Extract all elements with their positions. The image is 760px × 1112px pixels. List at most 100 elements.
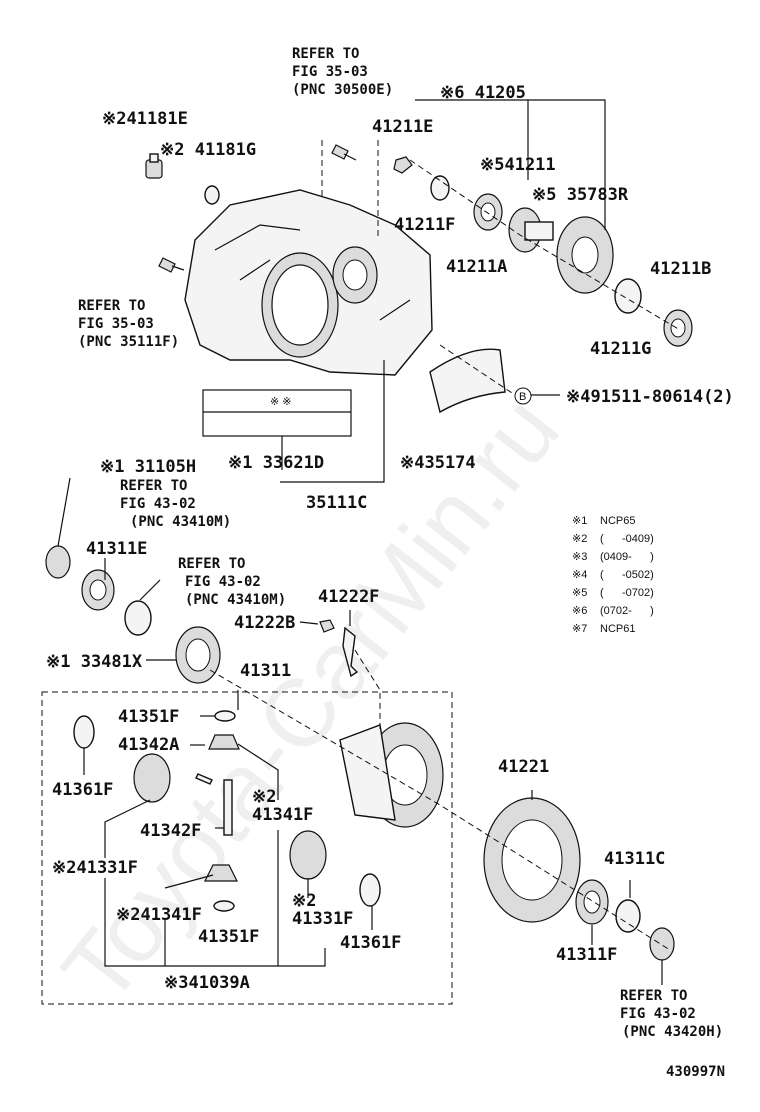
part-labels: ※241181E ※2 41181G ※6 41205 41211E ※5412… xyxy=(46,83,734,1080)
svg-text:REFER TO: REFER TO xyxy=(178,556,245,572)
svg-text:(PNC 43420H): (PNC 43420H) xyxy=(622,1024,723,1040)
b-marker-circle xyxy=(514,387,532,405)
svg-text:(PNC 43410M): (PNC 43410M) xyxy=(185,592,286,608)
legend-key: ※6 xyxy=(572,605,587,617)
side-gear-41331F-right xyxy=(289,830,327,880)
label-41222F: 41222F xyxy=(318,587,379,607)
leader-lines-upper xyxy=(280,99,681,483)
bolt-refer-30500E xyxy=(331,144,357,161)
label-41311C: 41311C xyxy=(604,849,665,869)
bolt-refer-35111F xyxy=(158,257,185,273)
side-gear-41331F-left xyxy=(133,753,171,803)
ring-refer-43420H xyxy=(649,927,675,961)
bearing-41211A xyxy=(473,193,503,231)
label-box-text: ※ ※ xyxy=(270,396,292,408)
differential-case-41311 xyxy=(339,722,444,828)
shaft-41211 xyxy=(508,207,554,253)
gasket-41181G xyxy=(204,185,220,205)
legend-value: (0409- ) xyxy=(600,551,654,563)
washer-41351F-bottom xyxy=(213,900,235,912)
label-41341F-bottom: ※241341F xyxy=(116,905,202,925)
washer-41361F-right xyxy=(359,873,381,907)
refer-block-top: REFER TO FIG 35-03 (PNC 30500E) xyxy=(292,46,393,98)
label-35783R: ※5 35783R xyxy=(532,185,629,205)
legend-value: ( -0502) xyxy=(600,569,654,581)
washer-41211G xyxy=(614,278,642,314)
washer-41361F-left xyxy=(73,715,95,749)
bearing-41311E xyxy=(81,569,115,611)
bearing-41311F xyxy=(575,879,609,925)
leader-lines-lower xyxy=(57,477,671,985)
label-41311F: 41311F xyxy=(556,945,617,965)
label-41222B: 41222B xyxy=(234,613,295,633)
ring-refer-43410M xyxy=(124,600,152,636)
label-41342F: 41342F xyxy=(140,821,201,841)
svg-text:FIG 43-02: FIG 43-02 xyxy=(620,1006,696,1022)
label-41361F-left: 41361F xyxy=(52,780,113,800)
plug-41181E xyxy=(145,153,163,179)
svg-text:FIG 43-02: FIG 43-02 xyxy=(185,574,261,590)
legend-value: ( -0702) xyxy=(600,587,654,599)
label-41181E: ※241181E xyxy=(102,109,188,129)
label-33621D: ※1 33621D xyxy=(228,453,324,473)
bracket-41222F xyxy=(342,626,359,678)
seal-33481X xyxy=(175,626,221,684)
label-41351F-top: 41351F xyxy=(118,707,179,727)
svg-text:FIG 43-02: FIG 43-02 xyxy=(120,496,196,512)
svg-text:REFER TO: REFER TO xyxy=(120,478,187,494)
label-41342A: 41342A xyxy=(118,735,179,755)
bolt-41222B xyxy=(319,619,335,633)
gear-35783R xyxy=(556,216,614,294)
label-41211A: 41211A xyxy=(446,257,507,277)
bearing-41211B xyxy=(663,309,693,347)
pin-41342A xyxy=(195,773,213,785)
b-marker: B xyxy=(519,391,526,403)
label-41181G: ※2 41181G xyxy=(160,140,256,160)
label-41361F-right: 41361F xyxy=(340,933,401,953)
label-star2: ※2 xyxy=(252,787,276,807)
legend-value: (0702- ) xyxy=(600,605,654,617)
label-41211: ※541211 xyxy=(480,155,556,175)
legend-key: ※5 xyxy=(572,587,587,599)
pinion-41341F-bottom xyxy=(204,864,238,882)
label-31105H: ※1 31105H xyxy=(100,457,196,477)
refer-block-bottom: REFER TO FIG 43-02 (PNC 43420H) xyxy=(620,988,723,1040)
label-41221: 41221 xyxy=(498,757,549,777)
label-35111C: 35111C xyxy=(306,493,367,513)
shim-41311C xyxy=(615,899,641,933)
refer-block-left: REFER TO FIG 35-03 (PNC 35111F) xyxy=(78,298,179,350)
legend-value: ( -0409) xyxy=(600,533,654,545)
legend-key: ※7 xyxy=(572,623,587,635)
shaft-41342F xyxy=(223,779,233,836)
caution-label-33621D: ※ ※ xyxy=(202,389,352,437)
legend-key: ※3 xyxy=(572,551,587,563)
plate-435174 xyxy=(429,348,506,414)
svg-text:FIG 35-03: FIG 35-03 xyxy=(292,64,368,80)
svg-text:REFER TO: REFER TO xyxy=(78,298,145,314)
label-491511-80614: ※491511-80614(2) xyxy=(566,387,734,407)
svg-text:FIG 35-03: FIG 35-03 xyxy=(78,316,154,332)
washer-41351F-top xyxy=(214,710,236,722)
pinion-41341F-top xyxy=(208,734,240,750)
label-33481X: ※1 33481X xyxy=(46,652,143,672)
label-41205: ※6 41205 xyxy=(440,83,526,103)
svg-text:REFER TO: REFER TO xyxy=(292,46,359,62)
figure-code: 430997N xyxy=(666,1064,725,1080)
label-41211E: 41211E xyxy=(372,117,433,137)
seal-31105H xyxy=(45,545,71,579)
label-41311: 41311 xyxy=(240,661,291,681)
transaxle-housing xyxy=(184,189,433,376)
legend-key: ※1 xyxy=(572,515,587,527)
legend-key: ※2 xyxy=(572,533,587,545)
label-41039A: ※341039A xyxy=(164,973,250,993)
plug-41211E xyxy=(393,156,413,174)
refer-block-mid: REFER TO FIG 43-02 (PNC 43410M) xyxy=(120,478,231,530)
label-435174: ※435174 xyxy=(400,453,476,473)
legend-key: ※4 xyxy=(572,569,587,581)
washer-41211F xyxy=(430,175,450,201)
label-41211F: 41211F xyxy=(394,215,455,235)
refer-block-mid2: REFER TO FIG 43-02 (PNC 43410M) xyxy=(178,556,286,608)
